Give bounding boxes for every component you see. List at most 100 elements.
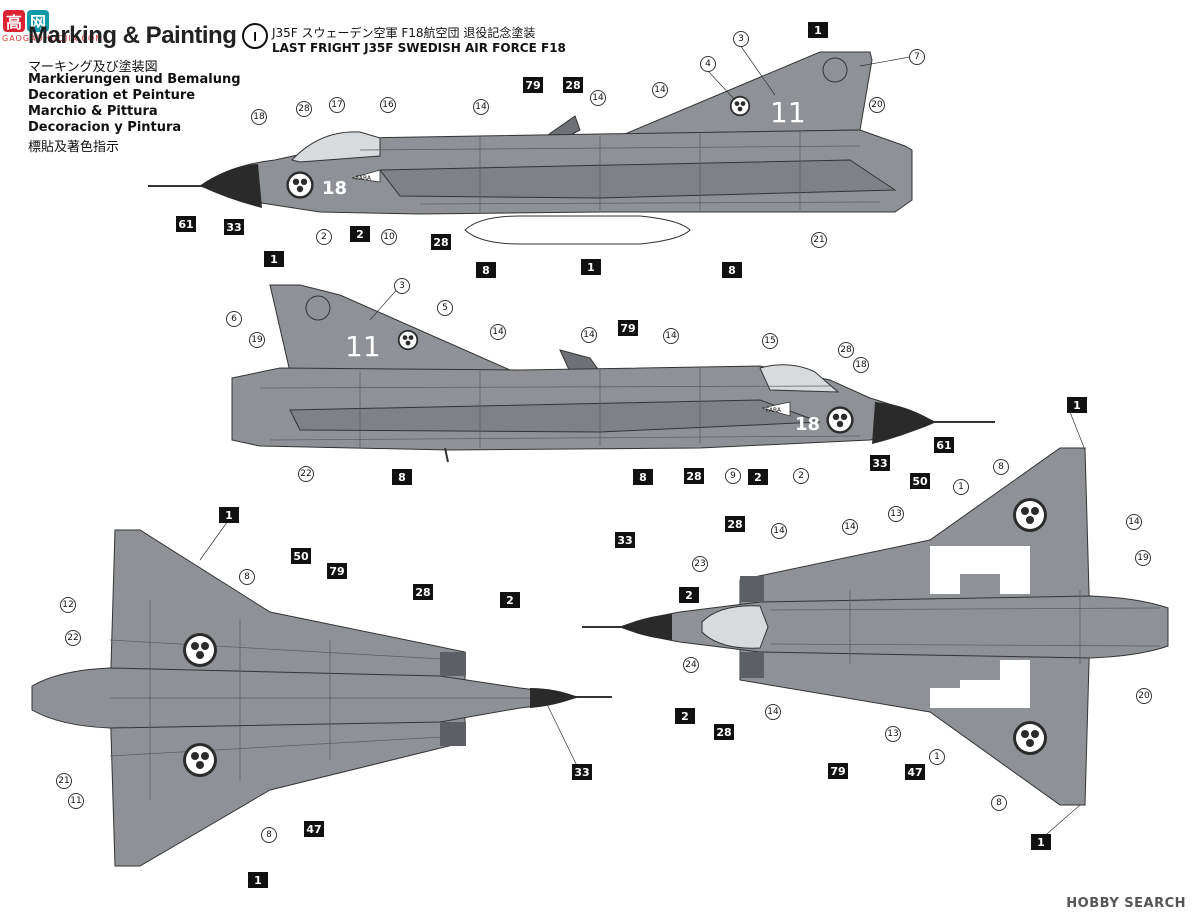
callout-paint-14: 14 — [652, 82, 668, 98]
callout-decal-61: 61 — [176, 216, 196, 232]
callout-paint-10: 10 — [381, 229, 397, 245]
side1-tail-number: 11 — [770, 96, 806, 129]
callout-paint-14: 14 — [590, 90, 606, 106]
language-line-es: Decoracion y Pintura — [28, 120, 182, 135]
callout-decal-50: 50 — [910, 473, 930, 489]
callout-decal-33: 33 — [870, 455, 890, 471]
side1-nose-number: 18 — [322, 178, 347, 199]
callout-decal-2: 2 — [679, 587, 699, 603]
callout-decal-28: 28 — [725, 516, 745, 532]
callout-decal-33: 33 — [615, 532, 635, 548]
callout-paint-19: 19 — [249, 332, 265, 348]
callout-decal-2: 2 — [350, 226, 370, 242]
callout-decal-79: 79 — [618, 320, 638, 336]
side-view-right: 18 FARA 11 — [231, 284, 995, 463]
callout-paint-8: 8 — [239, 569, 255, 585]
callout-paint-16: 16 — [380, 97, 396, 113]
callout-decal-1: 1 — [219, 507, 239, 523]
callout-paint-11: 11 — [68, 793, 84, 809]
callout-decal-28: 28 — [431, 234, 451, 250]
callout-decal-33: 33 — [224, 219, 244, 235]
callout-paint-2: 2 — [316, 229, 332, 245]
callout-paint-18: 18 — [251, 109, 267, 125]
callout-paint-8: 8 — [991, 795, 1007, 811]
scheme-title-en: LAST FRIGHT J35F SWEDISH AIR FORCE F18 — [272, 41, 566, 55]
callout-decal-8: 8 — [722, 262, 742, 278]
callout-decal-2: 2 — [748, 469, 768, 485]
underside-view — [31, 529, 612, 867]
callout-paint-28: 28 — [838, 342, 854, 358]
callout-decal-8: 8 — [392, 469, 412, 485]
callout-paint-8: 8 — [993, 459, 1009, 475]
callout-paint-14: 14 — [765, 704, 781, 720]
language-line-fr: Decoration et Peinture — [28, 88, 196, 103]
callout-paint-14: 14 — [842, 519, 858, 535]
callout-paint-12: 12 — [60, 597, 76, 613]
callout-decal-61: 61 — [934, 437, 954, 453]
callout-paint-2: 2 — [793, 468, 809, 484]
hobbysearch-watermark: HOBBY SEARCH — [1066, 896, 1186, 911]
callout-paint-22: 22 — [298, 466, 314, 482]
callout-decal-47: 47 — [905, 764, 925, 780]
callout-decal-1: 1 — [248, 872, 268, 888]
scheme-title-jp: J35F スウェーデン空軍 F18航空団 退役記念塗装 — [272, 26, 536, 40]
callout-paint-7: 7 — [909, 49, 925, 65]
callout-decal-28: 28 — [413, 584, 433, 600]
callout-paint-4: 4 — [700, 56, 716, 72]
callout-paint-14: 14 — [490, 324, 506, 340]
callout-paint-5: 5 — [437, 300, 453, 316]
callout-paint-22: 22 — [65, 630, 81, 646]
callout-paint-14: 14 — [473, 99, 489, 115]
callout-paint-6: 6 — [226, 311, 242, 327]
side2-nose-number: 18 — [795, 414, 820, 435]
callout-decal-1: 1 — [1067, 397, 1087, 413]
callout-decal-79: 79 — [523, 77, 543, 93]
page-title: Marking & Painting — [28, 22, 237, 49]
language-line-jp: マーキング及び塗装図 — [28, 60, 158, 75]
callout-decal-79: 79 — [327, 563, 347, 579]
callout-paint-3: 3 — [733, 31, 749, 47]
callout-paint-14: 14 — [1126, 514, 1142, 530]
callout-paint-21: 21 — [811, 232, 827, 248]
callout-paint-19: 19 — [1135, 550, 1151, 566]
callout-decal-2: 2 — [500, 592, 520, 608]
callout-decal-1: 1 — [264, 251, 284, 267]
callout-decal-1: 1 — [808, 22, 828, 38]
callout-paint-14: 14 — [663, 328, 679, 344]
callout-decal-8: 8 — [476, 262, 496, 278]
language-line-cn: 標貼及著色指示 — [28, 140, 120, 155]
language-line-it: Marchio & Pittura — [28, 104, 158, 119]
logo-glyph-2: 网 — [27, 10, 49, 32]
side-view-left: 18 FARA 11 — [148, 51, 913, 245]
language-line-de: Markierungen und Bemalung — [28, 72, 241, 87]
callout-decal-1: 1 — [1031, 834, 1051, 850]
callout-decal-2: 2 — [675, 708, 695, 724]
callout-paint-21: 21 — [56, 773, 72, 789]
callout-paint-3: 3 — [394, 278, 410, 294]
scheme-number-badge: I — [242, 23, 268, 49]
logo-subtitle: GAOGAOHUOJIA.COM — [2, 34, 104, 43]
callout-paint-14: 14 — [771, 523, 787, 539]
callout-decal-28: 28 — [684, 468, 704, 484]
logo-glyph-1: 高 — [3, 10, 25, 32]
callout-paint-1: 1 — [929, 749, 945, 765]
callout-paint-15: 15 — [762, 333, 778, 349]
top-view — [582, 447, 1169, 806]
callout-paint-1: 1 — [953, 479, 969, 495]
side2-tail-number: 11 — [345, 330, 381, 363]
callout-decal-28: 28 — [714, 724, 734, 740]
callout-paint-23: 23 — [692, 556, 708, 572]
callout-decal-50: 50 — [291, 548, 311, 564]
callout-paint-24: 24 — [683, 657, 699, 673]
callout-decal-1: 1 — [581, 259, 601, 275]
side1-fara-badge: FARA — [356, 175, 372, 182]
callout-paint-13: 13 — [888, 506, 904, 522]
callout-paint-8: 8 — [261, 827, 277, 843]
callout-decal-47: 47 — [304, 821, 324, 837]
callout-paint-18: 18 — [853, 357, 869, 373]
site-logo: 高 网 GAOGAOHUOJIA.COM — [0, 4, 102, 44]
callout-decal-79: 79 — [828, 763, 848, 779]
callout-paint-13: 13 — [885, 726, 901, 742]
